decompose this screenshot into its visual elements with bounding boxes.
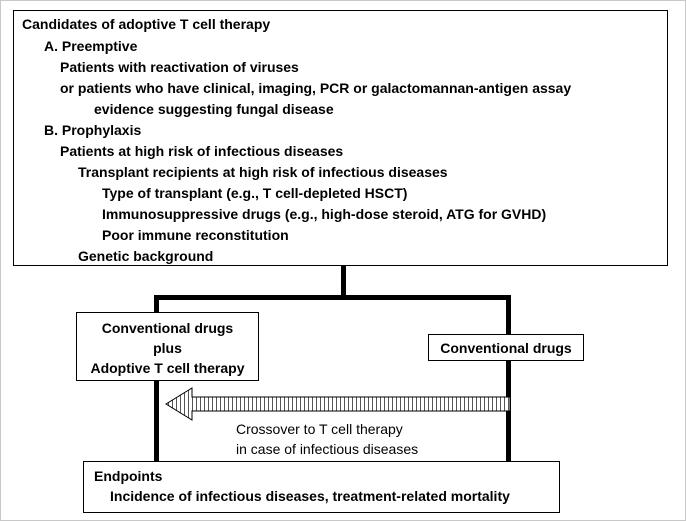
right-arm-line — [506, 295, 511, 465]
endpoints-box: Endpoints Incidence of infectious diseas… — [83, 461, 560, 513]
endpoints-line-1: Incidence of infectious diseases, treatm… — [110, 488, 510, 504]
left-arm-line-1: Conventional drugs — [101, 320, 234, 336]
prophylaxis-line-3: Type of transplant (e.g., T cell-deplete… — [102, 185, 408, 201]
preemptive-line-2: or patients who have clinical, imaging, … — [60, 80, 572, 96]
connector-stem — [341, 266, 346, 298]
preemptive-line-1: Patients with reactivation of viruses — [60, 59, 299, 75]
prophylaxis-line-6: Genetic background — [78, 248, 214, 264]
crossover-text-2: in case of infectious diseases — [236, 441, 419, 457]
candidates-box: Candidates of adoptive T cell therapy A.… — [13, 10, 668, 266]
preemptive-heading: A. Preemptive — [44, 38, 138, 54]
left-arm-line-2: plus — [153, 340, 182, 356]
connector-crossbar — [154, 295, 511, 300]
prophylaxis-heading: B. Prophylaxis — [44, 122, 142, 138]
candidates-title: Candidates of adoptive T cell therapy — [22, 16, 271, 32]
crossover-text-1: Crossover to T cell therapy — [236, 421, 403, 437]
prophylaxis-line-2: Transplant recipients at high risk of in… — [78, 164, 448, 180]
prophylaxis-line-5: Poor immune reconstitution — [102, 227, 289, 243]
left-arm-line-3: Adoptive T cell therapy — [90, 360, 245, 376]
right-arm-label: Conventional drugs — [440, 340, 572, 356]
endpoints-title: Endpoints — [94, 468, 163, 484]
prophylaxis-line-1: Patients at high risk of infectious dise… — [60, 143, 344, 159]
preemptive-line-3: evidence suggesting fungal disease — [94, 101, 334, 117]
left-arm-box: Conventional drugs plus Adoptive T cell … — [76, 312, 259, 381]
right-arm-box: Conventional drugs — [428, 334, 584, 361]
prophylaxis-line-4: Immunosuppressive drugs (e.g., high-dose… — [102, 206, 547, 222]
